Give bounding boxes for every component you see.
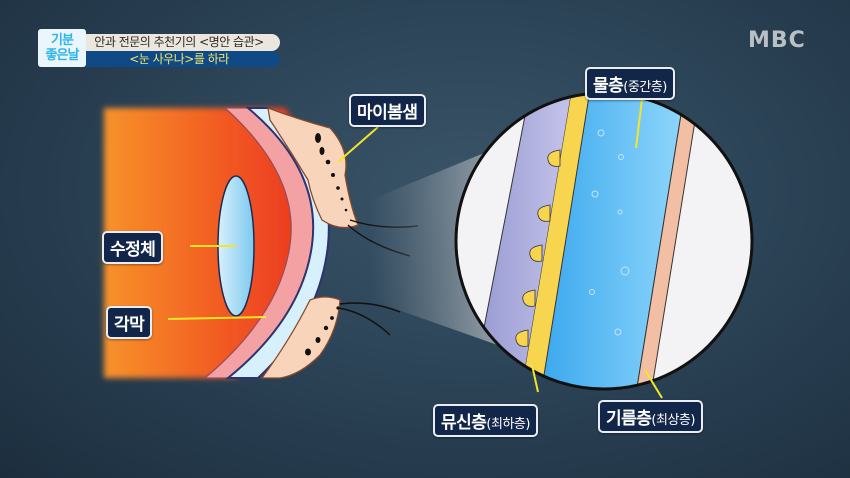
label-mucin-main: 뮤신층 (441, 413, 487, 433)
label-lipid-main: 기름층 (606, 409, 652, 429)
show-logo: 기분 좋은날 (38, 29, 86, 67)
label-aqueous-layer: 물층(중간층) (585, 67, 675, 100)
tear-film-magnified (456, 93, 752, 389)
label-meibomian-gland: 마이봄샘 (349, 94, 426, 127)
label-lipid-layer: 기름층(최상층) (598, 400, 703, 433)
leader-lines (167, 98, 663, 399)
label-lens: 수정체 (102, 231, 164, 264)
label-aqueous-main: 물층 (593, 76, 624, 96)
show-logo-line2: 좋은날 (45, 48, 80, 63)
label-mucin-sub: (최하층) (486, 417, 530, 432)
lower-eyelid (260, 296, 401, 379)
channel-logo: MBC (748, 28, 806, 53)
label-mucin-layer: 뮤신층(최하층) (433, 404, 538, 437)
caption-bottom: <눈 사우나>를 하라 (78, 51, 280, 67)
label-lipid-sub: (최상층) (651, 413, 695, 428)
label-aqueous-sub: (중간층) (623, 80, 667, 95)
caption-top: 안과 전문의 추천기의 <명안 습관> (78, 34, 280, 51)
label-cornea: 각막 (106, 306, 153, 339)
show-logo-line1: 기분 (51, 33, 74, 48)
